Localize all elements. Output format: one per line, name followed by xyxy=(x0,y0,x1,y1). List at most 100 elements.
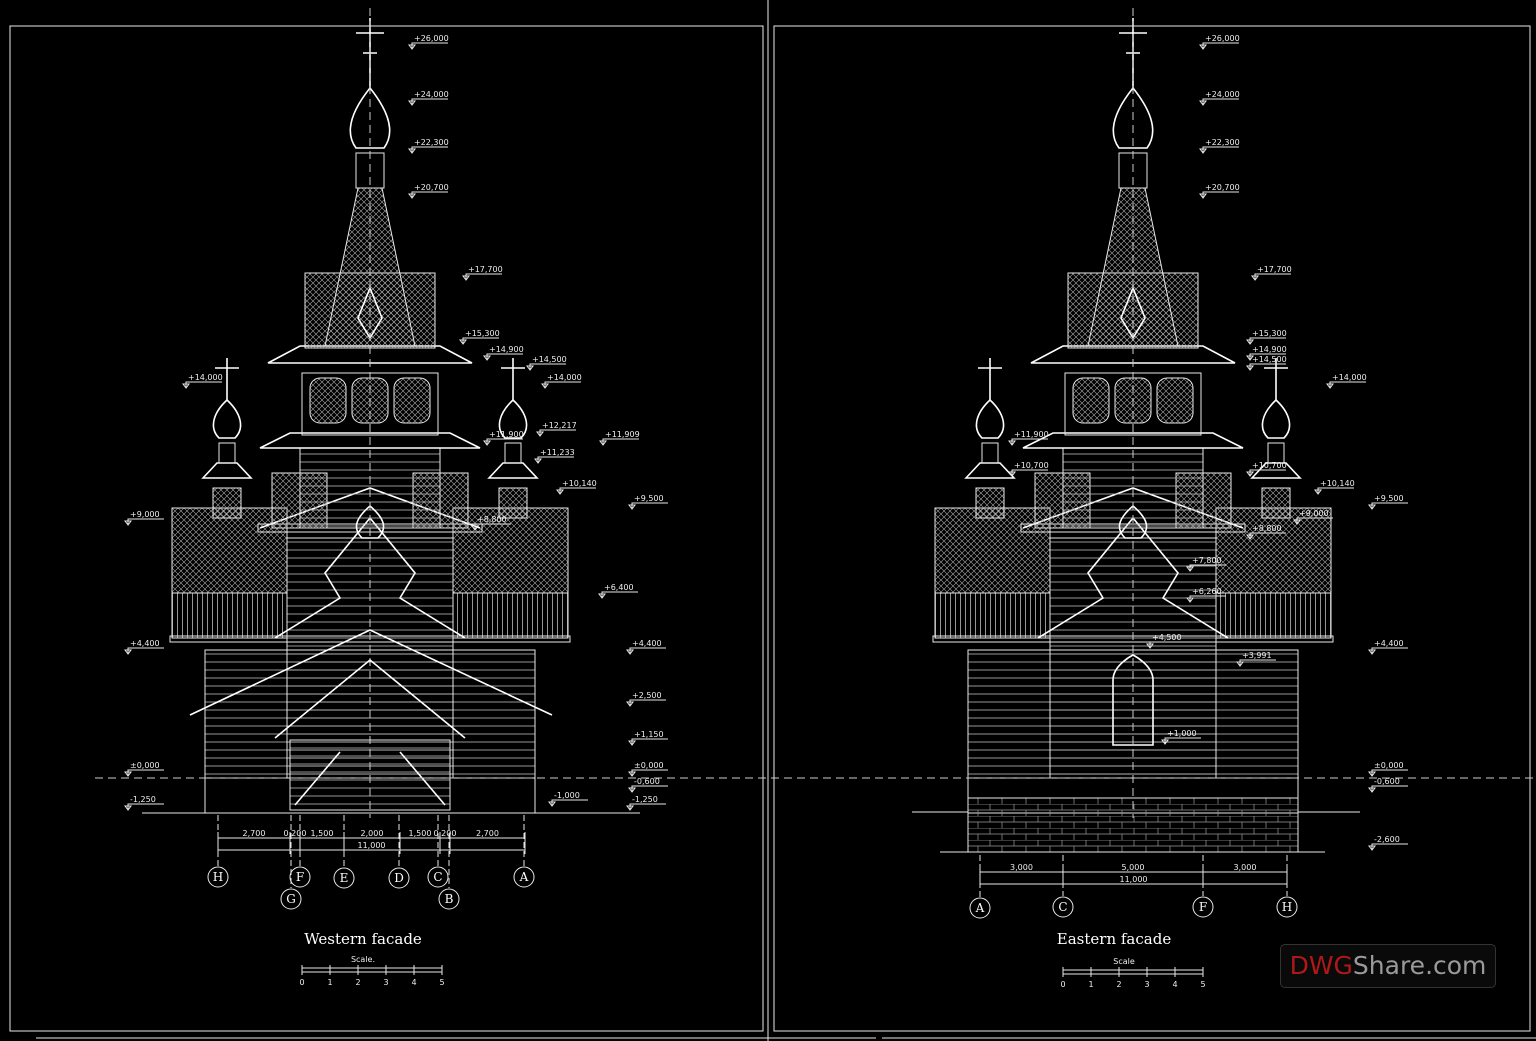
grid-axis-label: F xyxy=(1199,900,1207,914)
grid-axis-label: H xyxy=(1282,900,1292,914)
elevation-marker xyxy=(182,381,222,389)
dimension-label: 3,000 xyxy=(1010,863,1033,872)
elevation-marker xyxy=(628,738,668,746)
elevation-marker xyxy=(459,337,499,345)
elevation-label: +7,800 xyxy=(1192,556,1222,565)
elevation-label: +17,700 xyxy=(468,265,503,274)
elevation-label: -1,000 xyxy=(554,791,580,800)
elevation-label: -0,600 xyxy=(1374,777,1400,786)
total-dimension-label: 11,000 xyxy=(358,841,386,850)
dimension-label: 1,500 xyxy=(409,829,432,838)
elevation-marker xyxy=(1246,353,1286,361)
elevation-marker xyxy=(534,456,574,464)
elevation-label: ±0,000 xyxy=(1374,761,1404,770)
scale-tick-label: 4 xyxy=(1172,980,1177,989)
grid-axis-bubble xyxy=(1192,896,1214,918)
elevation-marker xyxy=(556,487,596,495)
elevation-label: -0,600 xyxy=(634,777,660,786)
dimension-label: 0,200 xyxy=(434,829,457,838)
elevation-label: +10,700 xyxy=(1014,461,1049,470)
elevation-label: +10,140 xyxy=(1320,479,1355,488)
scale-tick-label: 0 xyxy=(1060,980,1065,989)
elevation-marker xyxy=(1199,146,1239,154)
elevation-marker xyxy=(1326,381,1366,389)
elevation-label: +4,400 xyxy=(130,639,160,648)
elevation-marker xyxy=(1246,532,1286,540)
elevation-marker xyxy=(541,381,581,389)
elevation-marker xyxy=(1008,438,1048,446)
elevation-label: +14,000 xyxy=(547,373,582,382)
elevation-label: +4,500 xyxy=(1152,633,1182,642)
elevation-label: +6,400 xyxy=(604,583,634,592)
elevation-marker xyxy=(626,647,666,655)
elevation-marker xyxy=(1199,42,1239,50)
elevation-label: ±0,000 xyxy=(634,761,664,770)
dimension-label: 2,700 xyxy=(243,829,266,838)
elevation-label: +11,900 xyxy=(1014,430,1049,439)
elevation-label: -1,250 xyxy=(632,795,658,804)
elevation-label: +2,500 xyxy=(632,691,662,700)
elevation-label: +14,500 xyxy=(532,355,567,364)
elevation-marker xyxy=(626,803,666,811)
western-facade-drawing xyxy=(142,7,640,819)
elevation-label: +4,400 xyxy=(632,639,662,648)
scale-bar xyxy=(1062,969,1204,975)
elevation-marker xyxy=(548,799,588,807)
elevation-label: +15,300 xyxy=(1252,329,1287,338)
elevation-label: +14,900 xyxy=(1252,345,1287,354)
elevation-marker xyxy=(408,191,448,199)
dimension-label: 2,000 xyxy=(361,829,384,838)
sheet-frame-right xyxy=(773,25,1531,1032)
elevation-label: +24,000 xyxy=(414,90,449,99)
elevation-marker xyxy=(408,42,448,50)
elevation-marker xyxy=(1368,647,1408,655)
elevation-label: +24,000 xyxy=(1205,90,1240,99)
sheet-frame-left xyxy=(9,25,764,1032)
elevation-label: +9,500 xyxy=(634,494,664,503)
grid-axis-label: F xyxy=(296,870,304,884)
elevation-marker xyxy=(408,146,448,154)
elevation-marker xyxy=(471,523,511,531)
elevation-marker xyxy=(1186,564,1226,572)
elevation-label: +11,909 xyxy=(605,430,640,439)
dimension-label: 3,000 xyxy=(1234,863,1257,872)
elevation-label: +20,700 xyxy=(1205,183,1240,192)
grid-axis-bubble xyxy=(427,866,449,888)
dimension-label: 0,200 xyxy=(284,829,307,838)
elevation-label: +26,000 xyxy=(1205,34,1240,43)
grid-axis-bubble xyxy=(969,897,991,919)
elevation-marker xyxy=(526,363,566,371)
scale-tick-label: 4 xyxy=(411,978,416,987)
elevation-marker xyxy=(628,502,668,510)
elevation-marker xyxy=(483,438,523,446)
elevation-marker xyxy=(599,438,639,446)
elevation-label: +14,900 xyxy=(489,345,524,354)
grid-axis-label: B xyxy=(445,892,454,906)
grid-axis-label: A xyxy=(519,870,529,884)
grid-axis-label: H xyxy=(213,870,223,884)
elevation-marker xyxy=(1314,487,1354,495)
scale-tick-label: 1 xyxy=(327,978,332,987)
elevation-label: +6,260 xyxy=(1192,587,1222,596)
elevation-marker xyxy=(1246,363,1286,371)
scale-tick-label: 5 xyxy=(1200,980,1205,989)
elevation-label: +9,000 xyxy=(130,510,160,519)
elevation-label: +14,000 xyxy=(188,373,223,382)
eastern-scale-label: Scale xyxy=(1113,957,1135,966)
scale-bar xyxy=(301,967,443,973)
elevation-marker xyxy=(628,769,668,777)
dimension-label: 1,500 xyxy=(311,829,334,838)
elevation-marker xyxy=(1161,737,1201,745)
elevation-marker xyxy=(1251,273,1291,281)
elevation-marker xyxy=(1008,469,1048,477)
elevation-marker xyxy=(1146,641,1186,649)
grid-axis-bubble xyxy=(513,866,535,888)
elevation-label: ±0,000 xyxy=(130,761,160,770)
total-dimension-label: 11,000 xyxy=(1120,875,1148,884)
elevation-label: +10,140 xyxy=(562,479,597,488)
dimension-label: 5,000 xyxy=(1122,863,1145,872)
elevation-marker xyxy=(124,647,164,655)
scale-tick-label: 3 xyxy=(1144,980,1149,989)
elevation-marker xyxy=(1368,769,1408,777)
